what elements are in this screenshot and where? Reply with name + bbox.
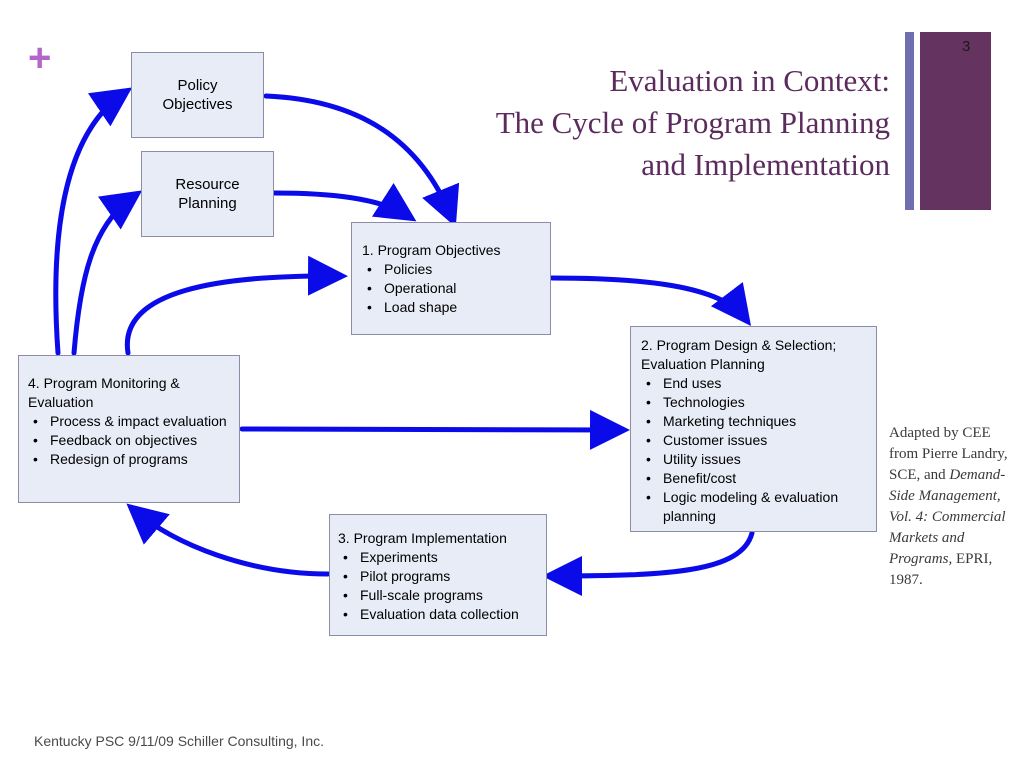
box-label-line: Objectives bbox=[162, 96, 233, 113]
list-item: Full-scale programs bbox=[338, 586, 540, 605]
attribution-source-title: Demand-Side Management, Vol. 4: Commerci… bbox=[889, 467, 1006, 567]
box-label-line: Resource bbox=[175, 176, 240, 193]
box-label-line: Planning bbox=[178, 195, 237, 212]
list-item: Load shape bbox=[362, 298, 542, 317]
arrow-monitoring-to-design bbox=[239, 409, 630, 450]
arrow-monitoring-to-objectives bbox=[124, 255, 348, 356]
list-item: End uses bbox=[641, 374, 868, 393]
bullet-list: Policies Operational Load shape bbox=[362, 260, 542, 317]
slide-footer: Kentucky PSC 9/11/09 Schiller Consulting… bbox=[34, 733, 325, 749]
arrow-objectives-to-design bbox=[549, 275, 752, 326]
box-program-objectives: 1. Program Objectives Policies Operation… bbox=[351, 222, 551, 335]
slide-number: 3 bbox=[962, 38, 971, 55]
arrow-policy-to-objectives bbox=[263, 93, 460, 228]
bullet-list: End uses Technologies Marketing techniqu… bbox=[641, 374, 868, 526]
list-item: Logic modeling & evaluation planning bbox=[641, 488, 868, 526]
arrow-resource-to-objectives bbox=[271, 182, 417, 222]
accent-bar-wide bbox=[920, 32, 991, 210]
title-line-2: The Cycle of Program Planning bbox=[495, 105, 890, 140]
list-item: Policies bbox=[362, 260, 542, 279]
list-item: Marketing techniques bbox=[641, 412, 868, 431]
list-item: Process & impact evaluation bbox=[28, 412, 233, 431]
box-title-line: 2. Program Design & Selection; bbox=[641, 337, 837, 353]
box-policy-objectives: Policy Objectives bbox=[131, 52, 264, 138]
arrow-monitoring-to-policy bbox=[53, 87, 133, 356]
box-label-line: Policy bbox=[177, 77, 218, 94]
box-title-line: 4. Program Monitoring & bbox=[28, 375, 180, 391]
box-program-design: 2. Program Design & Selection; Evaluatio… bbox=[630, 326, 877, 532]
list-item: Evaluation data collection bbox=[338, 605, 540, 624]
bullet-list: Experiments Pilot programs Full-scale pr… bbox=[338, 548, 540, 624]
attribution-lead: Adapted by CEE from Pierre Landry, SCE, … bbox=[889, 425, 1008, 483]
box-title: 3. Program Implementation bbox=[338, 530, 507, 546]
list-item: Customer issues bbox=[641, 431, 868, 450]
box-program-monitoring: 4. Program Monitoring & Evaluation Proce… bbox=[18, 355, 240, 503]
list-item: Benefit/cost bbox=[641, 469, 868, 488]
list-item: Technologies bbox=[641, 393, 868, 412]
box-title: 1. Program Objectives bbox=[362, 242, 501, 258]
bullet-list: Process & impact evaluation Feedback on … bbox=[28, 412, 233, 469]
box-resource-planning: Resource Planning bbox=[141, 151, 274, 237]
attribution-note: Adapted by CEE from Pierre Landry, SCE, … bbox=[889, 423, 1017, 591]
list-item: Operational bbox=[362, 279, 542, 298]
box-program-implementation: 3. Program Implementation Experiments Pi… bbox=[329, 514, 547, 636]
list-item: Feedback on objectives bbox=[28, 431, 233, 450]
title-line-3: and Implementation bbox=[641, 147, 890, 182]
arrow-implementation-to-monitoring bbox=[126, 503, 331, 577]
slide-title: Evaluation in Context: The Cycle of Prog… bbox=[370, 60, 890, 186]
title-line-1: Evaluation in Context: bbox=[609, 63, 890, 98]
box-title-line: Evaluation bbox=[28, 394, 94, 410]
list-item: Utility issues bbox=[641, 450, 868, 469]
plus-icon: + bbox=[28, 36, 52, 80]
list-item: Pilot programs bbox=[338, 567, 540, 586]
arrow-monitoring-to-resource bbox=[71, 190, 143, 356]
arrow-design-to-implementation bbox=[542, 530, 755, 596]
list-item: Experiments bbox=[338, 548, 540, 567]
accent-bar-thin bbox=[905, 32, 914, 210]
box-title-line: Evaluation Planning bbox=[641, 356, 765, 372]
attribution-tail: EPRI, 1987. bbox=[889, 551, 993, 588]
list-item: Redesign of programs bbox=[28, 450, 233, 469]
